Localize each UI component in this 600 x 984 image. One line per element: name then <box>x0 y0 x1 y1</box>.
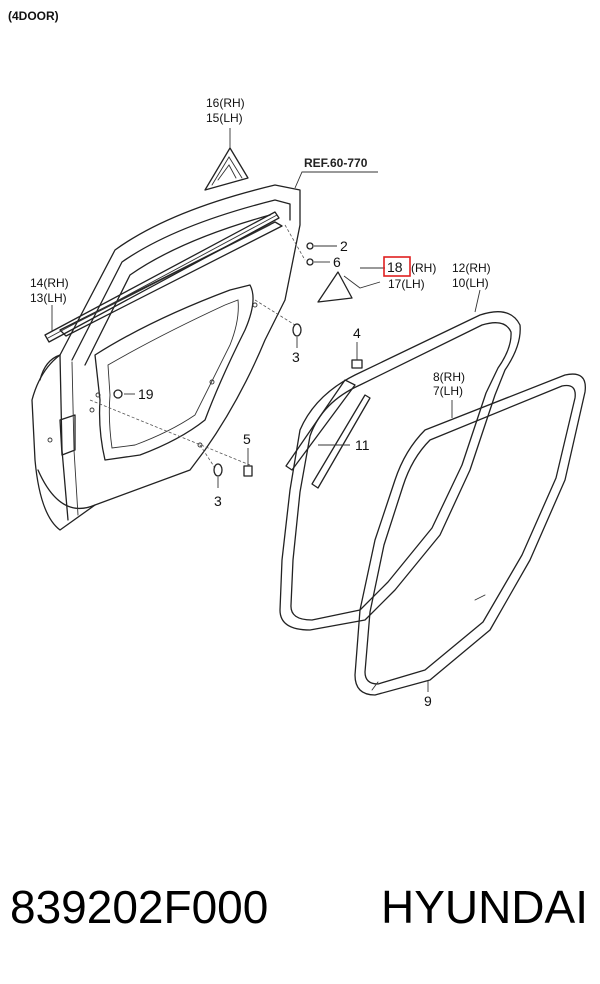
callout-3-lower: 3 <box>214 493 222 509</box>
callout-9: 9 <box>424 693 432 709</box>
triangle-cover <box>317 271 353 303</box>
callout-8: 8(RH) <box>433 370 465 384</box>
highlight-box <box>383 256 411 277</box>
callout-12: 12(RH) <box>452 261 491 275</box>
part-number: 839202F000 <box>10 881 269 933</box>
callouts: REF.60-770 16(RH) 15(LH) 14(RH) 13(LH) 2… <box>30 96 491 709</box>
delta-cover <box>204 147 249 191</box>
callout-6: 6 <box>333 254 341 270</box>
door-weatherstrip <box>279 311 521 631</box>
fasteners <box>113 242 314 477</box>
callout-16: 16(RH) <box>206 96 245 110</box>
callout-10: 10(LH) <box>452 276 489 290</box>
brand-name: HYUNDAI <box>380 881 588 933</box>
glass-run <box>285 379 356 471</box>
callout-4: 4 <box>353 325 361 341</box>
diagram-title: (4DOOR) <box>8 9 59 23</box>
callout-11: 11 <box>355 437 370 453</box>
callout-15: 15(LH) <box>206 111 243 125</box>
inner-strip <box>311 394 371 489</box>
belt-weatherstrip <box>44 211 280 343</box>
door-panel <box>31 184 306 531</box>
clip <box>351 359 363 369</box>
callout-18-side: (RH) <box>411 261 436 275</box>
callout-3-upper: 3 <box>292 349 300 365</box>
callout-18: 18 <box>387 259 403 275</box>
callout-5: 5 <box>243 431 251 447</box>
callout-13: 13(LH) <box>30 291 67 305</box>
callout-17: 17(LH) <box>388 277 425 291</box>
callout-7: 7(LH) <box>433 384 463 398</box>
ref-label: REF.60-770 <box>304 156 368 170</box>
callout-19: 19 <box>138 386 154 402</box>
leader-lines <box>51 128 481 692</box>
footer: 839202F000 HYUNDAI <box>0 880 600 950</box>
body-weatherstrip <box>354 373 586 696</box>
callout-2: 2 <box>340 238 348 254</box>
callout-14: 14(RH) <box>30 276 69 290</box>
